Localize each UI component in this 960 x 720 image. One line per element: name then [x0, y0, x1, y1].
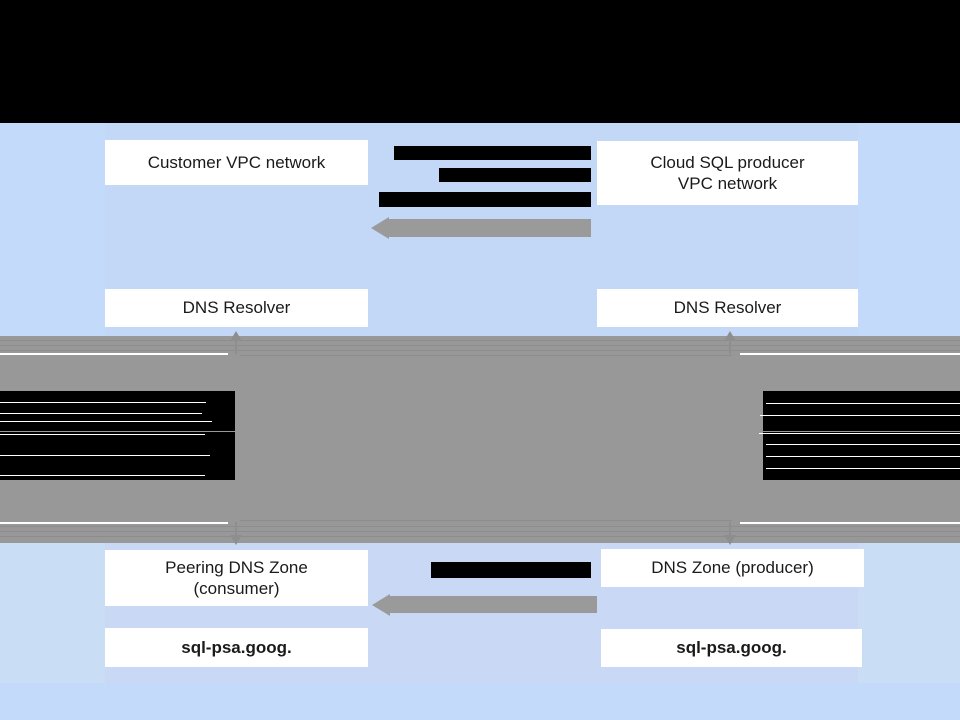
redaction-texture-line: [0, 475, 205, 476]
peering-zone-title-line2: (consumer): [193, 579, 280, 598]
redaction-bar: [431, 562, 591, 578]
consumer-sql-psa-domain-box[interactable]: sql-psa.goog.: [105, 628, 368, 667]
redaction-texture-line: [0, 421, 212, 422]
redaction-bar: [763, 391, 960, 431]
gray-band-hairline: [240, 355, 732, 356]
redaction-texture-line: [0, 413, 202, 414]
producer-to-consumer-arrow-head: [371, 217, 389, 239]
peering-zone-downlink-arrow: [230, 535, 242, 545]
gray-band-hairline: [0, 345, 960, 346]
producer-sql-psa-domain-box[interactable]: sql-psa.goog.: [601, 629, 862, 667]
redaction-texture-line: [0, 402, 206, 403]
cloud-sql-producer-vpc-network-box[interactable]: Cloud SQL producer VPC network: [597, 141, 858, 205]
producer-zone-downlink-stem: [729, 522, 731, 536]
producer-resolver-uplink-arrow: [724, 331, 736, 341]
dns-zone-producer-box[interactable]: DNS Zone (producer): [601, 549, 864, 587]
redaction-texture-line: [0, 455, 210, 456]
redaction-texture-line: [766, 456, 960, 457]
peering-zone-downlink-stem: [235, 522, 237, 536]
redaction-bar: [439, 168, 591, 182]
gray-band-highlight: [740, 522, 960, 524]
consumer-resolver-uplink-stem: [235, 340, 237, 354]
producer-zone-to-peering-zone-arrow-body: [390, 596, 597, 613]
peering-zone-title-line1: Peering DNS Zone: [165, 557, 308, 577]
redaction-bar: [0, 432, 235, 480]
producer-resolver-uplink-stem: [729, 340, 731, 354]
gray-band-hairline: [0, 526, 960, 527]
gray-band-hairline: [0, 531, 960, 532]
gray-band-highlight: [740, 353, 960, 355]
top-redacted-band: [0, 0, 960, 123]
consumer-resolver-uplink-arrow: [230, 331, 242, 341]
consumer-dns-resolver-box[interactable]: DNS Resolver: [105, 289, 368, 327]
redaction-texture-line: [766, 444, 960, 445]
producer-vpc-title-line1: Cloud SQL producer: [650, 152, 805, 172]
redaction-bar: [0, 391, 235, 431]
bottom-background-band: [0, 683, 960, 720]
peering-dns-zone-consumer-box[interactable]: Peering DNS Zone (consumer): [105, 550, 368, 606]
redaction-texture-line: [760, 415, 960, 416]
redaction-bar: [394, 146, 591, 160]
gray-band-hairline: [0, 536, 960, 537]
producer-zone-to-peering-zone-arrow-head: [372, 594, 390, 616]
gray-band-hairline: [0, 340, 960, 341]
customer-vpc-network-box[interactable]: Customer VPC network: [105, 140, 368, 185]
redaction-bar: [379, 192, 591, 207]
redaction-texture-line: [759, 433, 960, 434]
gray-band-highlight: [0, 522, 228, 524]
gray-band-hairline: [0, 350, 960, 351]
producer-zone-downlink-arrow: [724, 535, 736, 545]
gray-band-hairline: [240, 520, 732, 521]
redaction-texture-line: [0, 434, 205, 435]
producer-to-consumer-arrow-body: [389, 219, 591, 237]
gray-band-highlight: [0, 353, 228, 355]
producer-vpc-title-line2: VPC network: [677, 174, 778, 193]
redaction-texture-line: [766, 468, 960, 469]
redaction-texture-line: [766, 403, 960, 404]
producer-dns-resolver-box[interactable]: DNS Resolver: [597, 289, 858, 327]
